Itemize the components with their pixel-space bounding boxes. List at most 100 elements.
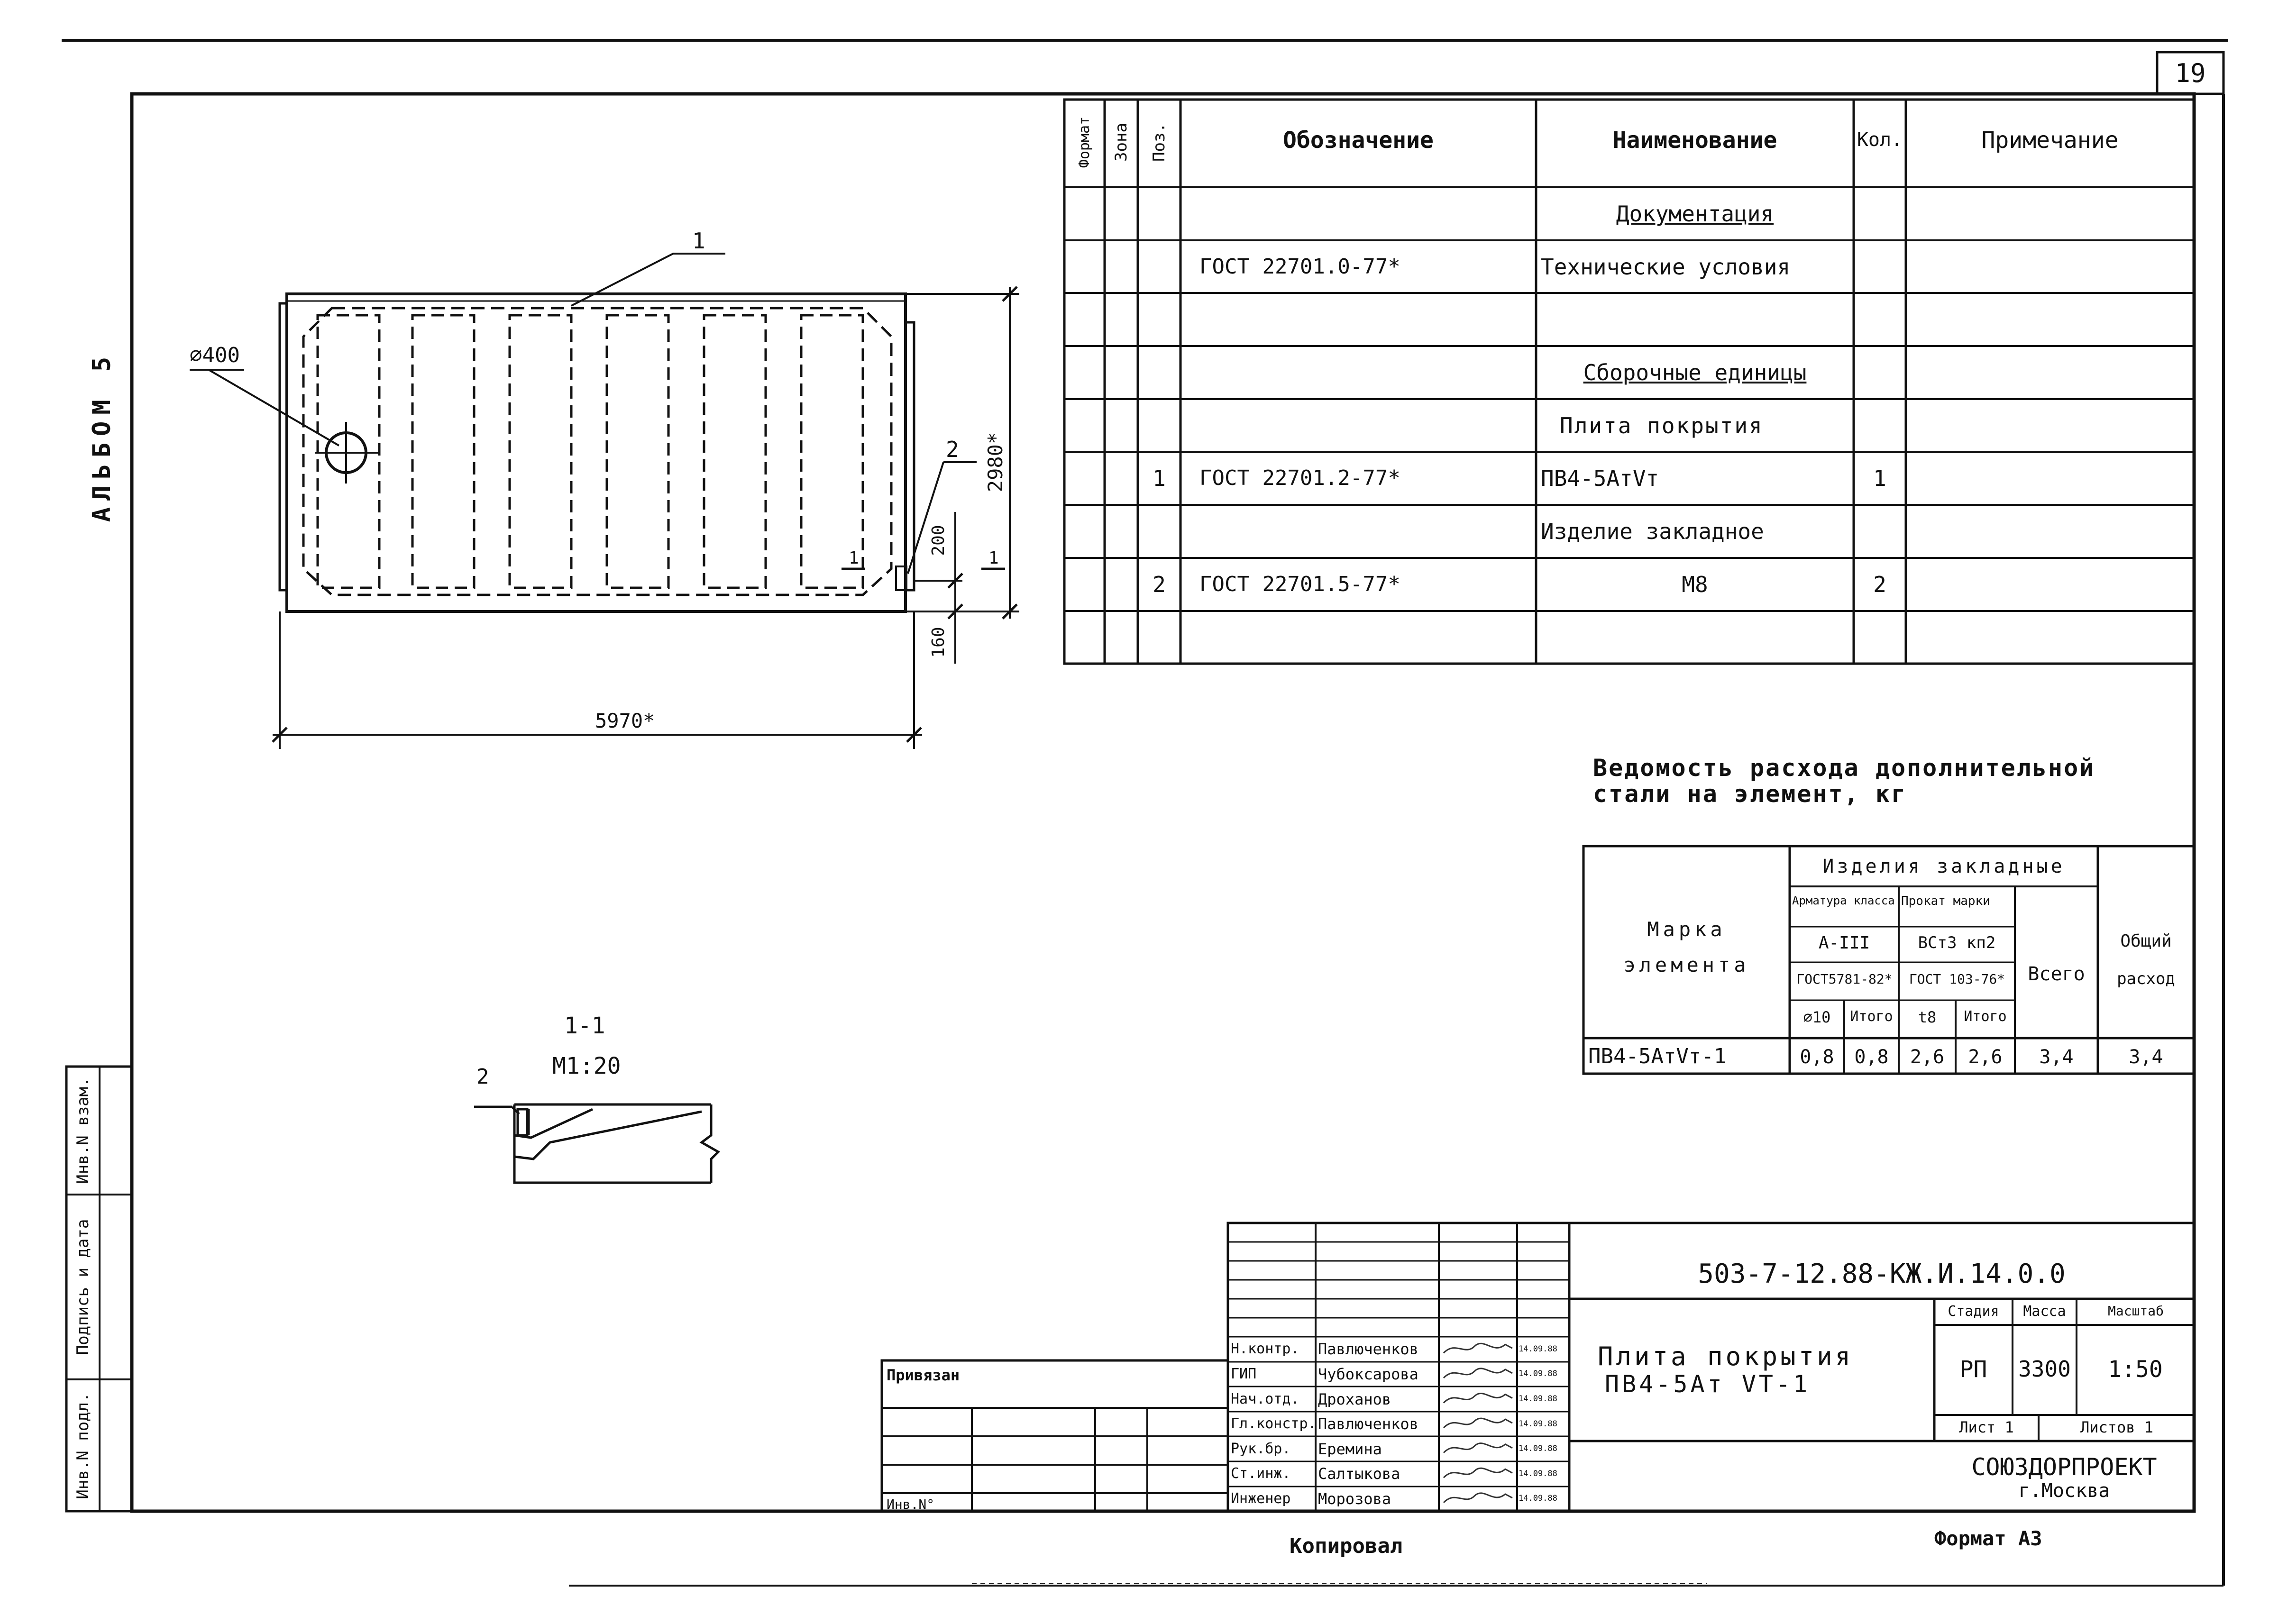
steel-col-mark-1: Марка (1647, 918, 1726, 941)
side-stamp-inv-vzam: Инв.N взам. (73, 1077, 92, 1184)
role-role: Рук.бр. (1231, 1442, 1291, 1456)
role-date: 14.09.88 (1519, 1345, 1557, 1353)
role-date: 14.09.88 (1519, 1420, 1557, 1428)
role-date: 14.09.88 (1519, 1395, 1557, 1403)
void-outline (316, 314, 381, 589)
spec-cell-designation: ГОСТ 22701.5-77* (1199, 572, 1400, 596)
steel-value: 3,4 (2129, 1046, 2163, 1068)
role-name: Дроханов (1318, 1391, 1391, 1407)
sheet-number: 19 (2175, 58, 2206, 88)
steel-sub-itogo-2: Итого (1964, 1008, 2007, 1025)
dim-width-label: 2980* (984, 432, 1007, 493)
steel-col-mark-2: элемента (1623, 953, 1750, 976)
role-role: Инженер (1231, 1491, 1291, 1506)
section-scale: М1:20 (552, 1053, 621, 1079)
role-date: 14.09.88 (1519, 1445, 1557, 1453)
spec-header-pos: Поз. (1150, 123, 1169, 162)
section-title: 1-1 (564, 1013, 605, 1039)
spec-cell-name: Технические условия (1541, 254, 1791, 280)
steel-value: 2,6 (1910, 1046, 1945, 1068)
stage-label: Стадия (1948, 1303, 1999, 1320)
signature (1443, 1442, 1513, 1453)
privyazan-label: Привязан (887, 1366, 960, 1384)
role-date: 14.09.88 (1519, 1495, 1557, 1503)
steel-row-mark: ПВ4-5АтVт-1 (1588, 1044, 1727, 1068)
role-role: Н.контр. (1231, 1342, 1299, 1357)
album-label: АЛЬБОМ 5 (88, 350, 116, 522)
side-stamp-sign-date: Подпись и дата (73, 1219, 92, 1355)
role-role: Гл.констр. (1231, 1417, 1314, 1432)
steel-prok-grade: ВСт3 кп2 (1918, 933, 1996, 952)
steel-title-line1: Ведомость расхода дополнительной (1593, 754, 2095, 782)
void-outline (800, 314, 864, 589)
steel-value: 0,8 (1800, 1046, 1834, 1068)
steel-group-header: Изделия закладные (1822, 856, 2065, 877)
steel-value: 0,8 (1854, 1046, 1889, 1068)
signature (1443, 1467, 1513, 1478)
spec-cell-name: ПВ4-5АтVт (1541, 465, 1659, 492)
spec-header-qty: Кол. (1857, 129, 1903, 151)
steel-sub-itogo-1: Итого (1850, 1008, 1893, 1025)
city: г.Москва (2018, 1480, 2110, 1502)
spec-cell-name: Плита покрытия (1560, 412, 1764, 438)
callout-2-label: 2 (946, 437, 959, 462)
sheet-label: Лист 1 (1959, 1418, 2014, 1436)
signature (1443, 1368, 1513, 1378)
role-role: Ст.инж. (1231, 1467, 1291, 1481)
signature (1443, 1417, 1513, 1429)
spec-header-designation: Обозначение (1283, 127, 1434, 154)
scale-value: 1:50 (2108, 1356, 2163, 1383)
steel-prok-gost: ГОСТ 103-76* (1909, 971, 2005, 987)
steel-total-2: расход (2117, 969, 2175, 988)
void-outline (703, 314, 767, 589)
signature (1443, 1393, 1513, 1404)
spec-cell-name: Сборочные единицы (1583, 359, 1807, 385)
section-mark-left: 1 (849, 548, 859, 568)
stage-value: РП (1959, 1356, 1987, 1383)
scale-label: Масштаб (2107, 1303, 2164, 1319)
product-name-line2: ПВ4-5Ат VТ-1 (1605, 1370, 1811, 1398)
role-name: Павлюченков (1318, 1341, 1418, 1357)
role-name: Морозова (1318, 1491, 1391, 1506)
spec-cell-designation: ГОСТ 22701.2-77* (1199, 466, 1400, 491)
steel-title-line2: стали на элемент, кг (1593, 780, 1907, 808)
spec-cell-name: Изделие закладное (1541, 519, 1764, 545)
dim-160-label: 160 (929, 627, 948, 658)
spec-header-zone: Зона (1112, 123, 1131, 162)
spec-header-format: Формат (1076, 116, 1093, 168)
steel-sub-t8: t8 (1918, 1008, 1937, 1026)
inv-label: Инв.N° (887, 1496, 935, 1512)
role-name: Чубоксарова (1318, 1366, 1418, 1382)
role-name: Павлюченков (1318, 1416, 1418, 1432)
steel-value: 2,6 (1968, 1046, 2003, 1068)
sheets-label: Листов 1 (2080, 1418, 2154, 1436)
spec-cell-designation: ГОСТ 22701.0-77* (1199, 254, 1400, 279)
dim-200-label: 200 (929, 525, 948, 556)
footer-copied: Копировал (1290, 1534, 1403, 1558)
steel-prok-mark: Прокат марки (1901, 894, 1990, 908)
section-callout: 2 (476, 1065, 489, 1089)
steel-arm-gost: ГОСТ5781-82* (1796, 971, 1893, 987)
steel-arm-grade: А-III (1818, 933, 1870, 953)
void-outline (605, 314, 670, 589)
role-role: ГИП (1231, 1367, 1257, 1381)
mass-label: Масса (2023, 1303, 2066, 1320)
steel-arm-class: Арматура класса (1792, 894, 1895, 907)
role-date: 14.09.88 (1519, 1469, 1557, 1478)
side-stamp-inv-podl: Инв.N подл. (73, 1392, 92, 1499)
mass-value: 3300 (2018, 1356, 2071, 1382)
product-name-line1: Плита покрытия (1598, 1341, 1854, 1371)
signature (1443, 1492, 1513, 1503)
steel-sub-d10: ⌀10 (1803, 1008, 1831, 1026)
steel-total-1: Общий (2120, 931, 2172, 951)
signature (1443, 1342, 1513, 1354)
dim-length-label: 5970* (595, 709, 655, 732)
doc-code: 503-7-12.88-КЖ.И.14.0.0 (1698, 1259, 2066, 1289)
spec-cell-name: Документация (1616, 201, 1774, 227)
organization: СОЮЗДОРПРОЕКТ (1971, 1453, 2157, 1481)
role-name: Салтыкова (1318, 1466, 1400, 1482)
callout-1-label: 1 (692, 228, 705, 254)
spec-header-name: Наименование (1612, 127, 1777, 154)
section-mark-right: 1 (988, 548, 999, 568)
